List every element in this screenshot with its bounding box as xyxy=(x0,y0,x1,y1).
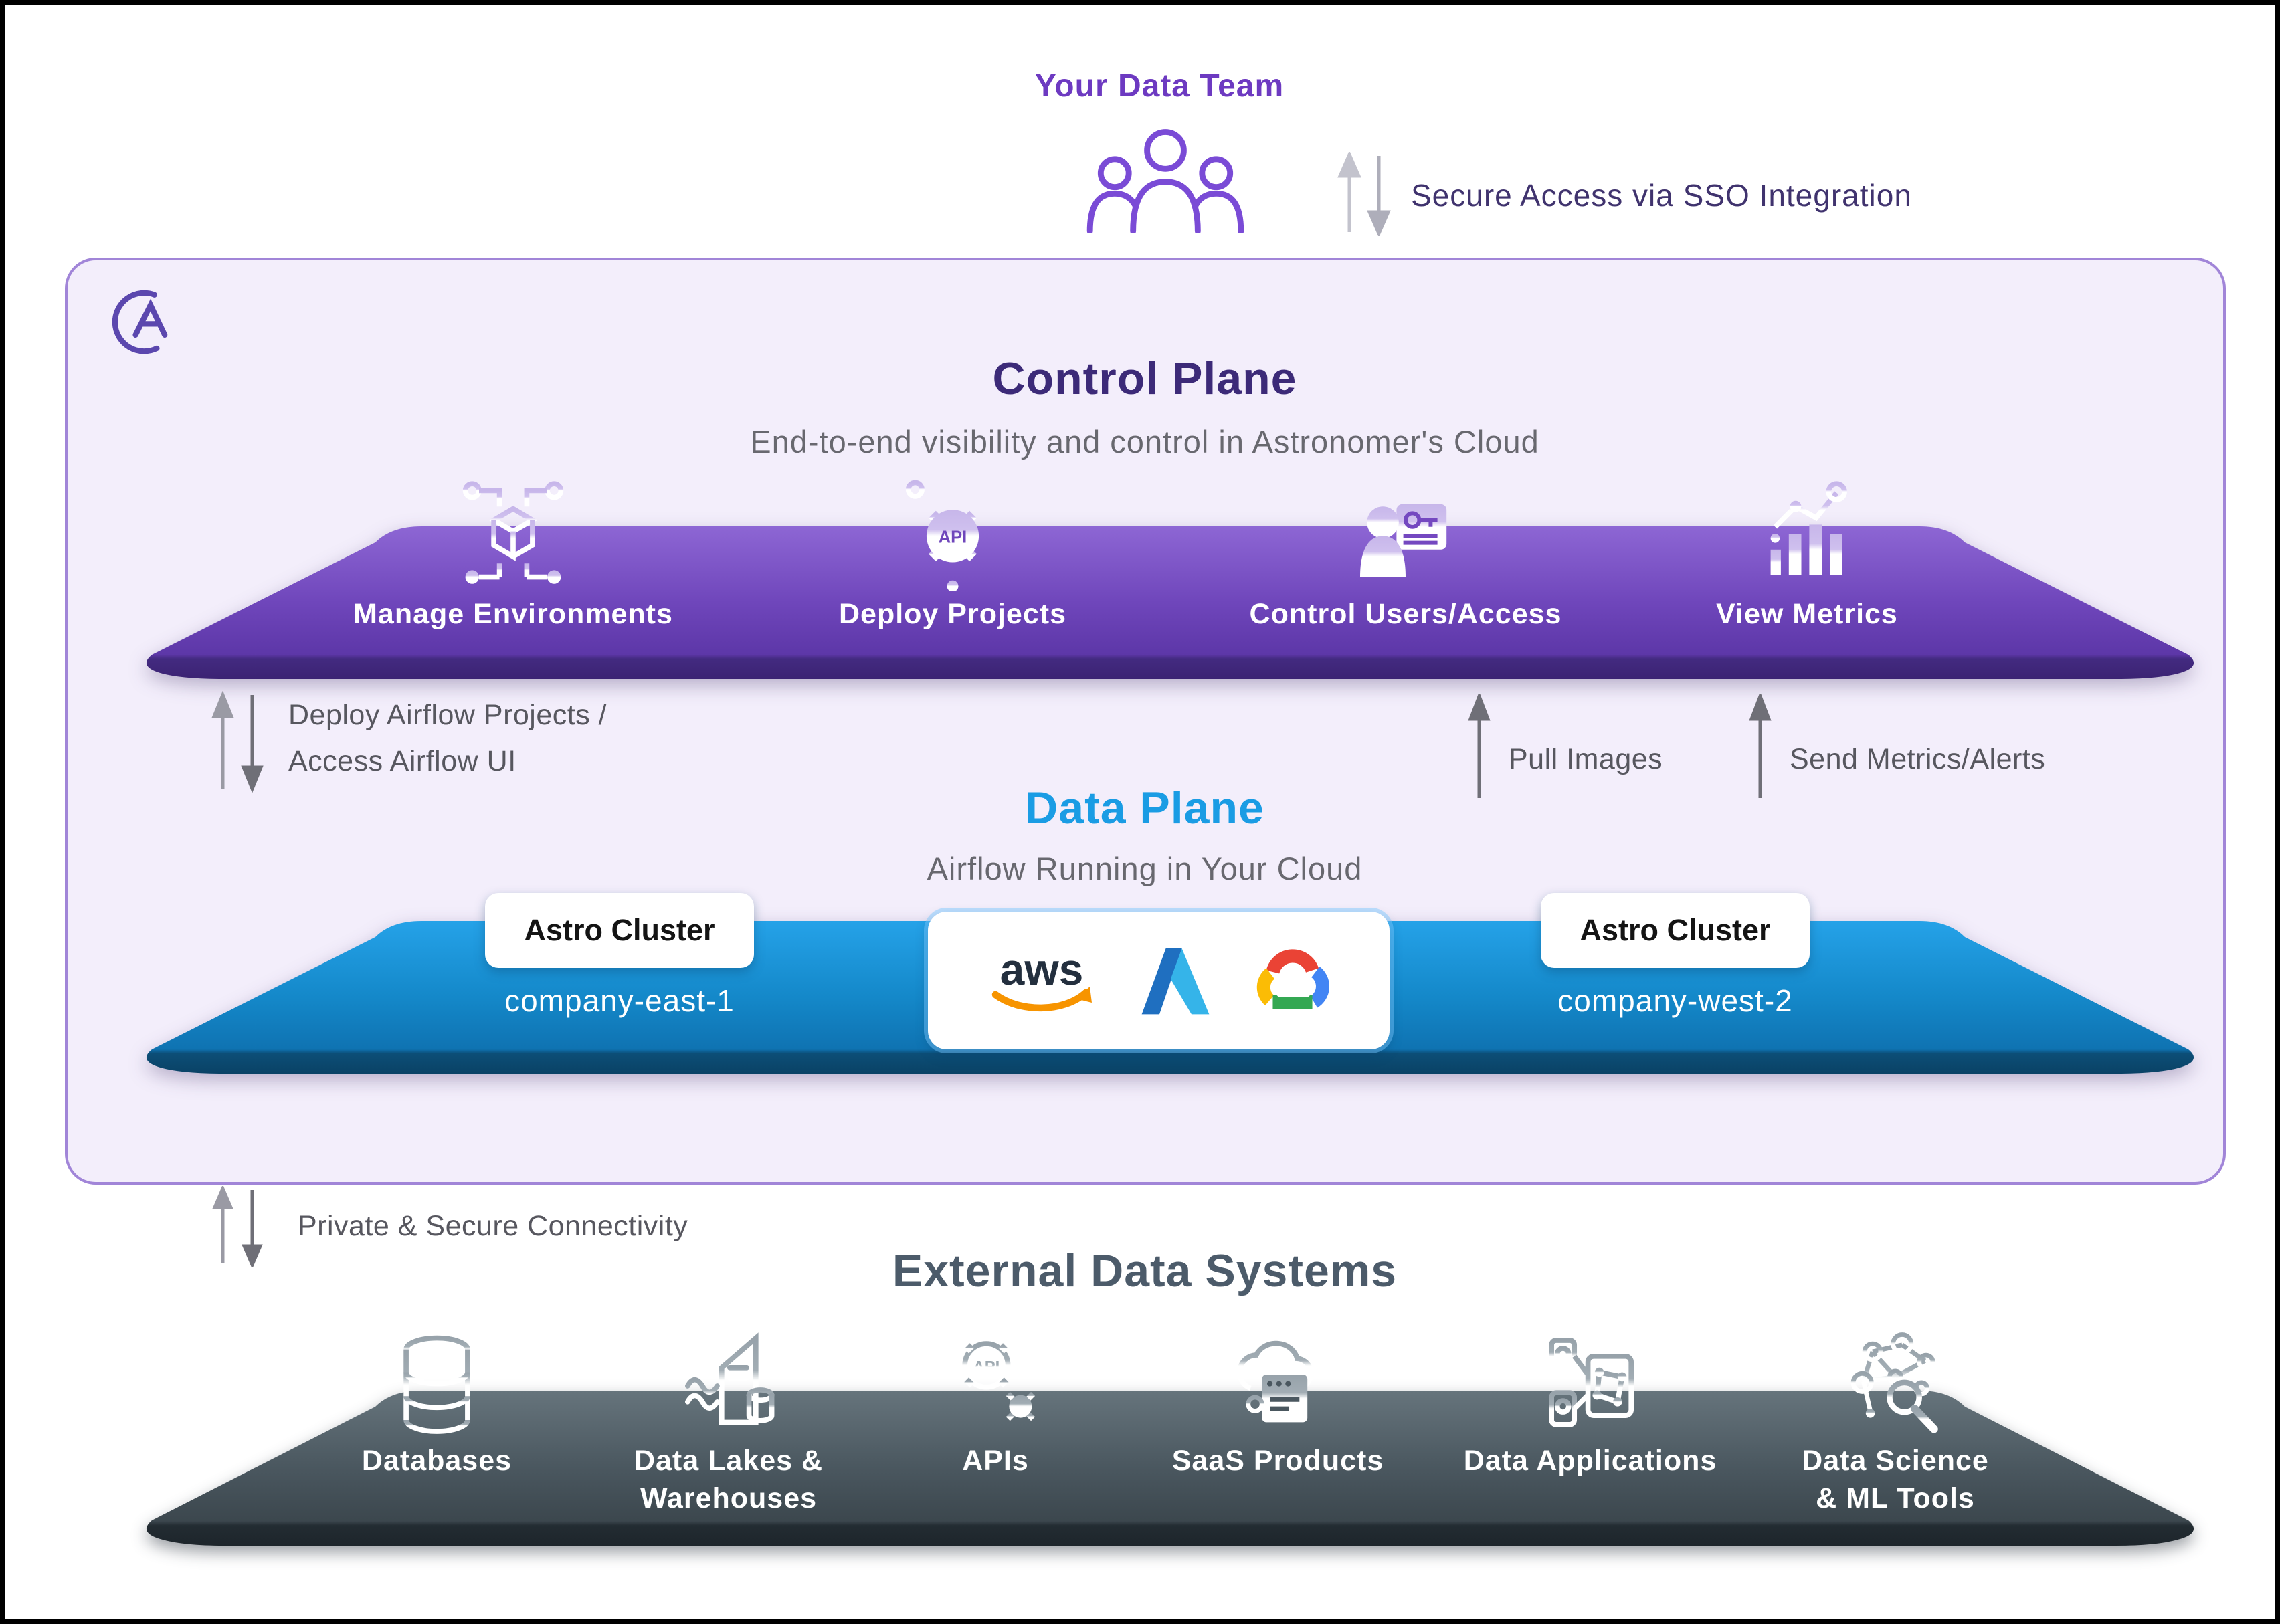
astro-cluster-badge-east: Astro Cluster xyxy=(485,893,754,968)
deploy-access-label: Deploy Airflow Projects / Access Airflow… xyxy=(288,699,607,777)
metrics-icon xyxy=(1770,481,1847,575)
sso-integration-label: Secure Access via SSO Integration xyxy=(1411,178,1912,213)
control-item-label: Manage Environments xyxy=(353,598,673,630)
svg-text:aws: aws xyxy=(1000,944,1084,994)
data-team-people-icon xyxy=(1086,129,1244,233)
external-item-label: APIs xyxy=(962,1445,1029,1477)
control-item-label: View Metrics xyxy=(1716,598,1898,630)
pull-images-up-arrow-icon xyxy=(1468,694,1491,798)
api-gear-icon: API xyxy=(905,480,983,591)
external-item-label: Databases xyxy=(361,1445,512,1477)
database-icon xyxy=(403,1335,470,1434)
cloud-providers-card: aws xyxy=(928,912,1390,1049)
data-apps-icon xyxy=(1549,1338,1634,1427)
sso-updown-arrows-icon xyxy=(1337,152,1391,236)
api-gears-icon: API xyxy=(957,1336,1039,1425)
data-science-icon xyxy=(1850,1332,1938,1433)
svg-text:API: API xyxy=(973,1358,1000,1377)
deploy-access-updown-arrows-icon xyxy=(211,691,264,793)
user-key-icon xyxy=(1360,504,1447,577)
astronomer-logo xyxy=(112,290,168,354)
saas-cloud-icon xyxy=(1237,1340,1314,1423)
send-metrics-label: Send Metrics/Alerts xyxy=(1790,743,2046,775)
your-data-team-label: Your Data Team xyxy=(1034,68,1285,104)
control-plane-subtitle: End-to-end visibility and control in Ast… xyxy=(750,424,1539,460)
external-item-label: Data Applications xyxy=(1463,1445,1717,1477)
cluster-name-west: company-west-2 xyxy=(1557,983,1793,1018)
external-item-label: SaaS Products xyxy=(1171,1445,1384,1477)
external-systems-title: External Data Systems xyxy=(892,1245,1398,1296)
control-item-label: Deploy Projects xyxy=(839,598,1066,630)
external-systems-platform xyxy=(146,1391,2194,1546)
google-cloud-logo xyxy=(1256,949,1330,1009)
control-plane-title: Control Plane xyxy=(992,353,1297,404)
control-item-label: Control Users/Access xyxy=(1249,598,1562,630)
send-metrics-up-arrow-icon xyxy=(1749,694,1772,798)
data-plane-title: Data Plane xyxy=(1025,783,1264,833)
cube-network-icon xyxy=(462,481,564,584)
astro-cluster-badge-west: Astro Cluster xyxy=(1541,893,1810,968)
azure-logo xyxy=(1141,948,1210,1015)
external-item-label: Data Lakes & Warehouses xyxy=(634,1445,824,1514)
pull-images-label: Pull Images xyxy=(1509,743,1663,775)
svg-text:API: API xyxy=(939,528,967,547)
data-plane-subtitle: Airflow Running in Your Cloud xyxy=(927,851,1363,886)
cluster-name-east: company-east-1 xyxy=(504,983,735,1018)
data-lake-icon xyxy=(684,1332,775,1425)
external-item-label: Data Science & ML Tools xyxy=(1802,1445,1989,1514)
private-connectivity-updown-arrows-icon xyxy=(212,1186,263,1267)
control-plane-platform xyxy=(146,526,2194,679)
private-connectivity-label: Private & Secure Connectivity xyxy=(298,1210,688,1242)
aws-logo: aws xyxy=(991,944,1092,1012)
